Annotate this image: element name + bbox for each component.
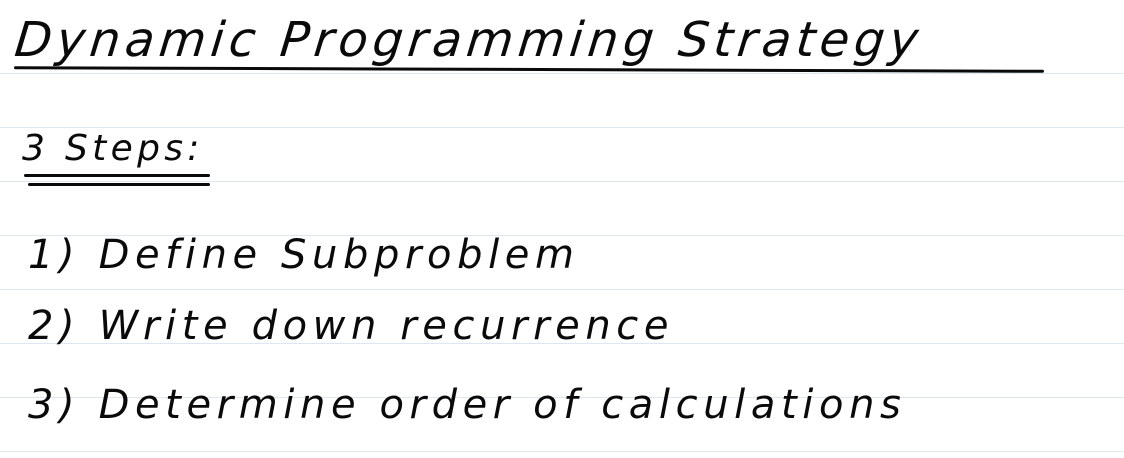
step-item-order-of-calculations: 3) Determine order of calculations <box>28 382 907 428</box>
steps-heading-underline <box>24 174 210 177</box>
steps-heading: 3 Steps: <box>22 128 204 169</box>
step-item-define-subproblem: 1) Define Subproblem <box>28 232 580 278</box>
step-item-write-recurrence: 2) Write down recurrence <box>28 303 675 349</box>
steps-heading-double-underline <box>28 183 210 186</box>
page-title: Dynamic Programming Strategy <box>12 12 926 68</box>
